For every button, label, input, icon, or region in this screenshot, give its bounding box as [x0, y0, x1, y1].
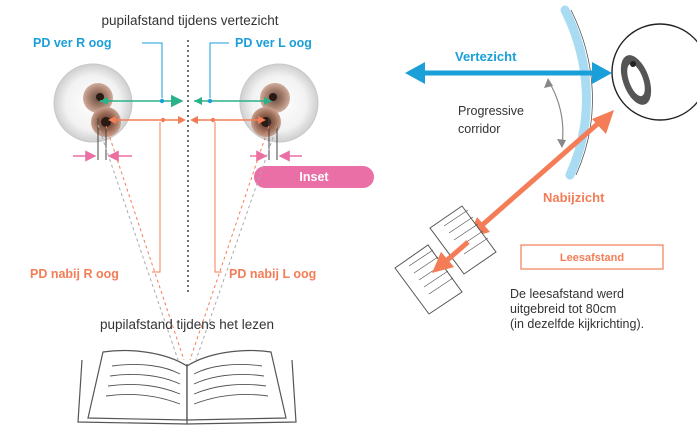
corridor-label-line1: Progressive [458, 104, 524, 118]
near-vision-arrow [478, 118, 604, 229]
eye-profile [611, 23, 697, 121]
pd-far-right-label: PD ver R oog [33, 36, 112, 50]
pd-far-left-arrowhead-b [264, 97, 272, 105]
far-vision-label: Vertezicht [455, 49, 517, 64]
sight-line-r2 [105, 125, 185, 361]
pd-near-left-leader [214, 122, 222, 273]
right-eye [53, 63, 133, 143]
pd-near-left-label: PD nabij L oog [229, 267, 316, 281]
pd-near-left-arrowhead-b [258, 116, 266, 124]
pd-near-left-dot [210, 117, 216, 123]
reading-distance-note: De leesafstand werd uitgebreid tot 80cm … [510, 287, 645, 331]
corridor-arrowhead-bottom [557, 139, 566, 148]
pd-far-left-arrowhead-a [194, 97, 202, 105]
pd-far-left-leader [209, 42, 229, 98]
near-vision-arrowhead-top [592, 110, 614, 134]
pd-far-left-dot [207, 98, 213, 104]
pd-far-right-dot [159, 98, 165, 104]
corridor-arrow [547, 79, 564, 146]
book-illustration [77, 349, 297, 425]
near-pd-caption: pupilafstand tijdens het lezen [100, 317, 274, 332]
inset-label: Inset [299, 170, 329, 184]
near-vision-label: Nabijzicht [543, 190, 605, 205]
inset-badge [254, 166, 374, 188]
pd-near-right-arrowhead-b [178, 116, 186, 124]
near-vision-arrow-over [443, 240, 470, 264]
far-vision-arrowhead-right [592, 62, 612, 84]
lens-arc [560, 5, 591, 180]
corridor-label-line2: corridor [458, 122, 500, 136]
pd-near-right-arrowhead-a [108, 116, 116, 124]
reading-distance-label: Leesafstand [560, 252, 624, 264]
pd-near-right-label: PD nabij R oog [30, 267, 119, 281]
papers-illustration [394, 205, 497, 315]
far-pd-caption: pupilafstand tijdens vertezicht [101, 13, 278, 28]
corridor-arrowhead-top [544, 78, 553, 88]
pd-far-left-label: PD ver L oog [235, 36, 312, 50]
pd-far-right-arrowhead [100, 97, 108, 105]
near-vision-arrowhead-over [432, 252, 454, 273]
reading-distance-box [520, 244, 664, 270]
pd-near-right-dot [160, 117, 166, 123]
pd-far-right-leader [142, 42, 163, 98]
left-eye [239, 63, 319, 143]
pd-near-left-arrowhead-a [190, 116, 198, 124]
sight-line-r1 [97, 124, 179, 361]
pd-near-right-leader [152, 122, 161, 273]
sight-line-l2 [189, 125, 270, 361]
far-vision-arrowhead-left [405, 62, 425, 84]
lens-arc-edge [570, 9, 593, 176]
sight-line-l1 [195, 125, 278, 361]
